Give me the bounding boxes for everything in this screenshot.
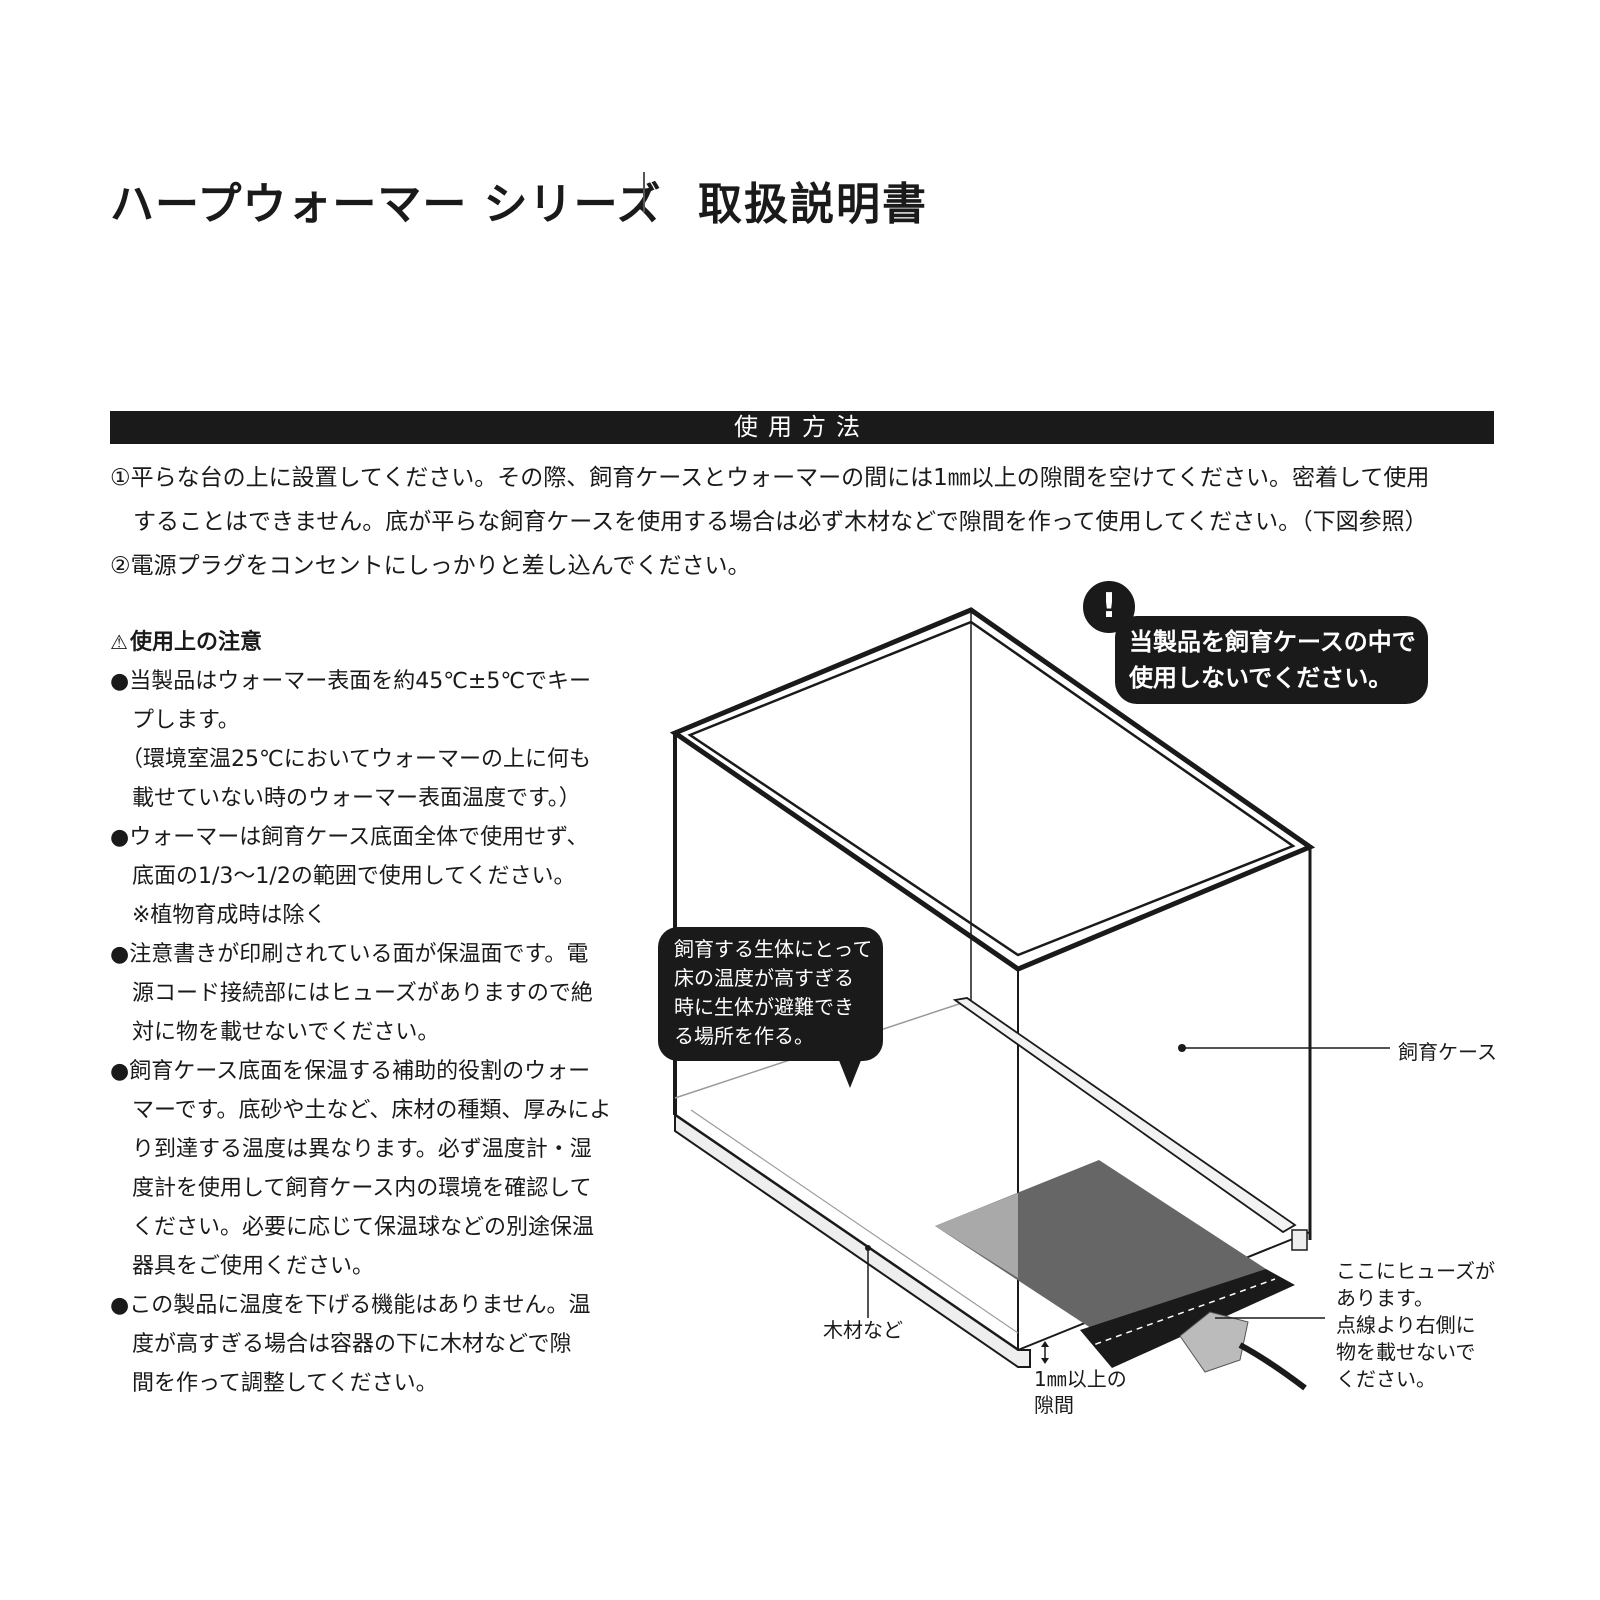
warmer-fuse-area <box>1080 1269 1295 1368</box>
caution-title-text: 使用上の注意 <box>129 630 262 655</box>
dashed-line <box>1084 1278 1276 1349</box>
caution-line: ●この製品に温度を下げる機能はありません。温 <box>110 1293 591 1318</box>
caution-line: 間を作って調整してください。 <box>110 1371 438 1396</box>
case-top-inner-rim <box>687 620 1296 957</box>
label-fuse: ここにヒューズが あります。 点線より右側に 物を載せないで ください。 <box>1336 1258 1495 1393</box>
power-cord <box>1238 1342 1307 1391</box>
caution-line: プします。 <box>110 708 240 733</box>
caution-line: 源コード接続部にはヒューズがありますので絶 <box>110 981 593 1006</box>
caution-line: ください。必要に応じて保温球などの別途保温 <box>110 1215 595 1240</box>
caution-list: ●当製品はウォーマー表面を約45℃±5℃でキー プします。 （環境室温25℃にお… <box>110 662 611 1403</box>
title-separator <box>643 172 645 212</box>
warning-triangle-icon: ⚠ <box>110 630 128 654</box>
wood-strip-front <box>674 1113 1031 1368</box>
label-wood: 木材など <box>823 1318 903 1342</box>
tip-line: 時に生体が避難でき <box>674 995 854 1019</box>
label-fuse-line: あります。 <box>1336 1286 1434 1310</box>
warning-bubble: 当製品を飼育ケースの中で 使用しないでください。 <box>1115 616 1428 704</box>
warning-line-1: 当製品を飼育ケースの中で <box>1129 628 1416 656</box>
caution-line: り到達する温度は異なります。必ず温度計・湿 <box>110 1137 592 1162</box>
caution-heading: ⚠使用上の注意 <box>110 624 262 656</box>
caution-line: ●注意書きが印刷されている面が保温面です。電 <box>110 942 589 967</box>
tip-line: 床の温度が高すぎる <box>674 966 854 990</box>
caution-line: マーです。底砂や土など、床材の種類、厚みによ <box>110 1098 612 1123</box>
label-gap: 1㎜以上の 隙間 <box>1034 1366 1127 1418</box>
tip-bubble-tail <box>838 1058 862 1088</box>
caution-line: 底面の1/3〜1/2の範囲で使用してください。 <box>110 864 576 889</box>
caution-line: ●当製品はウォーマー表面を約45℃±5℃でキー <box>110 669 592 694</box>
fuse-icon <box>1179 1311 1249 1373</box>
instruction-1: ①平らな台の上に設置してください。その際、飼育ケースとウォーマーの間には1㎜以上… <box>110 465 1430 491</box>
label-case: 飼育ケース <box>1398 1040 1497 1064</box>
caution-line: 器具をご使用ください。 <box>110 1254 375 1279</box>
label-fuse-line: ください。 <box>1336 1367 1436 1391</box>
caution-line: 度が高すぎる場合は容器の下に木材などで隙 <box>110 1332 572 1357</box>
label-fuse-line: 物を載せないで <box>1336 1340 1476 1364</box>
warning-line-2: 使用しないでください。 <box>1129 664 1393 692</box>
tip-bubble: 飼育する生体にとって 床の温度が高すぎる 時に生体が避難でき る場所を作る。 <box>658 927 883 1061</box>
label-gap-line: 1㎜以上の <box>1034 1367 1127 1391</box>
document-subtitle: 取扱説明書 <box>698 179 928 230</box>
caution-line: ●飼育ケース底面を保温する補助的役割のウォー <box>110 1059 591 1084</box>
tip-line: る場所を作る。 <box>674 1024 814 1048</box>
tip-line: 飼育する生体にとって <box>674 937 873 961</box>
caution-line: ※植物育成時は除く <box>110 903 327 928</box>
caution-line: 載せていない時のウォーマー表面温度です。） <box>110 786 581 811</box>
caution-line: 対に物を載せないでください。 <box>110 1020 440 1045</box>
caution-line: （環境室温25℃においてウォーマーの上に何も <box>110 747 592 772</box>
label-fuse-line: ここにヒューズが <box>1336 1259 1495 1283</box>
wood-strip-back <box>952 997 1297 1234</box>
instruction-1-continued: することはできません。底が平らな飼育ケースを使用する場合は必ず木材などで隙間を作… <box>133 509 1428 535</box>
label-fuse-line: 点線より右側に <box>1336 1313 1476 1337</box>
section-heading: 使用方法 <box>110 411 1494 444</box>
label-gap-line: 隙間 <box>1034 1393 1074 1417</box>
caution-line: 度計を使用して飼育ケース内の環境を確認して <box>110 1176 592 1201</box>
document-title: ハープウォーマー シリーズ <box>110 179 662 230</box>
instruction-2: ②電源プラグをコンセントにしっかりと差し込んでください。 <box>110 553 751 579</box>
caution-line: ●ウォーマーは飼育ケース底面全体で使用せず、 <box>110 825 589 850</box>
case-diagram <box>669 607 1390 1391</box>
